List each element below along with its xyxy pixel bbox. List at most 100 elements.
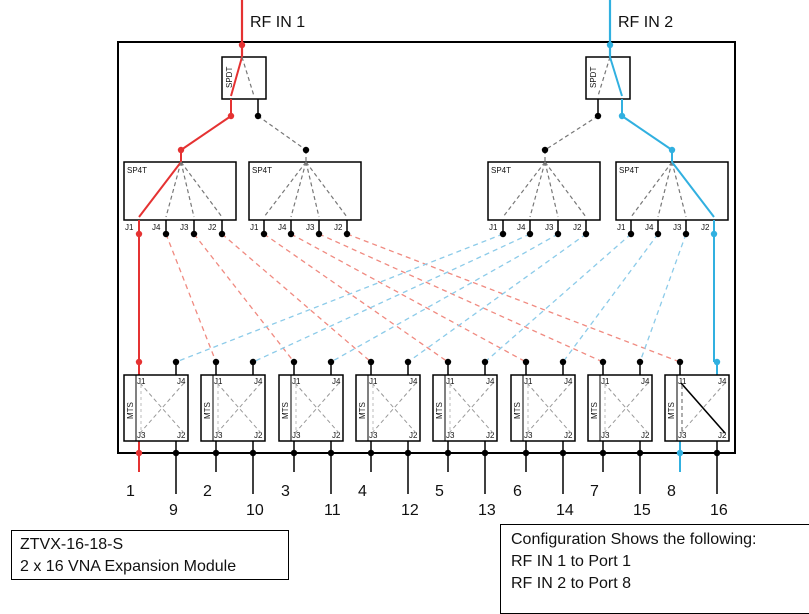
junction-dot bbox=[541, 146, 549, 154]
sp4t-idle-arm bbox=[180, 161, 223, 218]
sp4t-idle-arm bbox=[263, 161, 307, 218]
junction-dot bbox=[212, 358, 220, 366]
svg-text:J2: J2 bbox=[641, 431, 650, 440]
svg-text:J2: J2 bbox=[701, 223, 710, 232]
junction-dot bbox=[249, 449, 257, 457]
blue-dashed-interconnect bbox=[407, 233, 587, 363]
port-label-8: 8 bbox=[667, 483, 676, 500]
svg-text:J2: J2 bbox=[254, 431, 263, 440]
junction-dot bbox=[315, 230, 323, 238]
port-label-4: 4 bbox=[358, 483, 367, 500]
spdt-switch-1: SPDT bbox=[221, 56, 267, 100]
sp4t-idle-arm bbox=[305, 161, 348, 218]
rf-in-2-dot bbox=[606, 41, 614, 49]
junction-dot bbox=[526, 230, 534, 238]
junction-dot bbox=[290, 358, 298, 366]
svg-text:J1: J1 bbox=[524, 377, 533, 386]
junction-dot bbox=[190, 230, 198, 238]
port-label-1: 1 bbox=[126, 483, 135, 500]
junction-dot bbox=[367, 449, 375, 457]
junction-dot bbox=[522, 358, 530, 366]
svg-text:J1: J1 bbox=[446, 377, 455, 386]
rf-in-1-dot bbox=[238, 41, 246, 49]
svg-text:J2: J2 bbox=[718, 431, 727, 440]
junction-dot bbox=[594, 112, 602, 120]
junction-dot bbox=[302, 146, 310, 154]
junction-dots bbox=[135, 41, 721, 457]
sp4t-idle-arm bbox=[502, 161, 546, 218]
junction-dot bbox=[522, 449, 530, 457]
rf-in-2-label: RF IN 2 bbox=[618, 14, 673, 31]
red-dashed-interconnect bbox=[346, 233, 681, 363]
blue-dashed-interconnect bbox=[484, 233, 632, 363]
junction-dot bbox=[172, 358, 180, 366]
junction-dot bbox=[404, 449, 412, 457]
junction-dot bbox=[713, 449, 721, 457]
junction-dot bbox=[162, 230, 170, 238]
red-dashed-interconnect bbox=[290, 233, 527, 363]
junction-dot bbox=[499, 230, 507, 238]
junction-dot bbox=[676, 358, 684, 366]
junction-dot bbox=[218, 230, 226, 238]
junction-dot bbox=[618, 112, 626, 120]
svg-text:J3: J3 bbox=[369, 431, 378, 440]
svg-text:J4: J4 bbox=[278, 223, 287, 232]
port-label-13: 13 bbox=[478, 502, 496, 519]
junction-dot bbox=[682, 230, 690, 238]
junction-dot bbox=[135, 230, 143, 238]
junction-dot bbox=[177, 146, 185, 154]
junction-dot bbox=[287, 230, 295, 238]
sp4t-active-arm bbox=[671, 161, 715, 218]
svg-text:J4: J4 bbox=[718, 377, 727, 386]
model-description: 2 x 16 VNA Expansion Module bbox=[20, 558, 237, 575]
svg-text:MTS: MTS bbox=[126, 402, 135, 419]
port-label-14: 14 bbox=[556, 502, 574, 519]
configuration-line-1: RF IN 1 to Port 1 bbox=[511, 553, 632, 570]
svg-text:MTS: MTS bbox=[203, 402, 212, 419]
svg-text:MTS: MTS bbox=[435, 402, 444, 419]
configuration-box: Configuration Shows the following: RF IN… bbox=[500, 524, 809, 614]
junction-dot bbox=[135, 449, 143, 457]
svg-text:J1: J1 bbox=[601, 377, 610, 386]
configuration-title: Configuration Shows the following: bbox=[511, 531, 757, 548]
red-dashed-interconnect bbox=[263, 233, 449, 363]
port-label-16: 16 bbox=[710, 502, 728, 519]
svg-text:J3: J3 bbox=[292, 431, 301, 440]
svg-text:J2: J2 bbox=[177, 431, 186, 440]
blue-dashed-interconnect bbox=[252, 233, 531, 363]
svg-text:J1: J1 bbox=[137, 377, 146, 386]
sp4t-idle-arm bbox=[529, 161, 546, 218]
svg-text:J3: J3 bbox=[545, 223, 554, 232]
port-label-10: 10 bbox=[246, 502, 264, 519]
junction-dot bbox=[404, 358, 412, 366]
svg-text:J2: J2 bbox=[332, 431, 341, 440]
model-number: ZTVX-16-18-S bbox=[20, 536, 124, 553]
junction-dot bbox=[254, 112, 262, 120]
blue-dashed-interconnect bbox=[330, 233, 559, 363]
port-label-3: 3 bbox=[281, 483, 290, 500]
svg-text:SP4T: SP4T bbox=[127, 166, 147, 175]
junction-dot bbox=[599, 449, 607, 457]
svg-text:MTS: MTS bbox=[358, 402, 367, 419]
junction-dot bbox=[481, 449, 489, 457]
junction-dot bbox=[444, 449, 452, 457]
sp4t-idle-arm bbox=[630, 161, 673, 218]
svg-text:J3: J3 bbox=[678, 431, 687, 440]
svg-text:J3: J3 bbox=[137, 431, 146, 440]
svg-text:J4: J4 bbox=[332, 377, 341, 386]
junction-dot bbox=[367, 358, 375, 366]
port-label-15: 15 bbox=[633, 502, 651, 519]
blue-dashed-interconnect bbox=[562, 233, 659, 363]
svg-text:SP4T: SP4T bbox=[491, 166, 511, 175]
junction-dot bbox=[554, 230, 562, 238]
port-label-6: 6 bbox=[513, 483, 522, 500]
